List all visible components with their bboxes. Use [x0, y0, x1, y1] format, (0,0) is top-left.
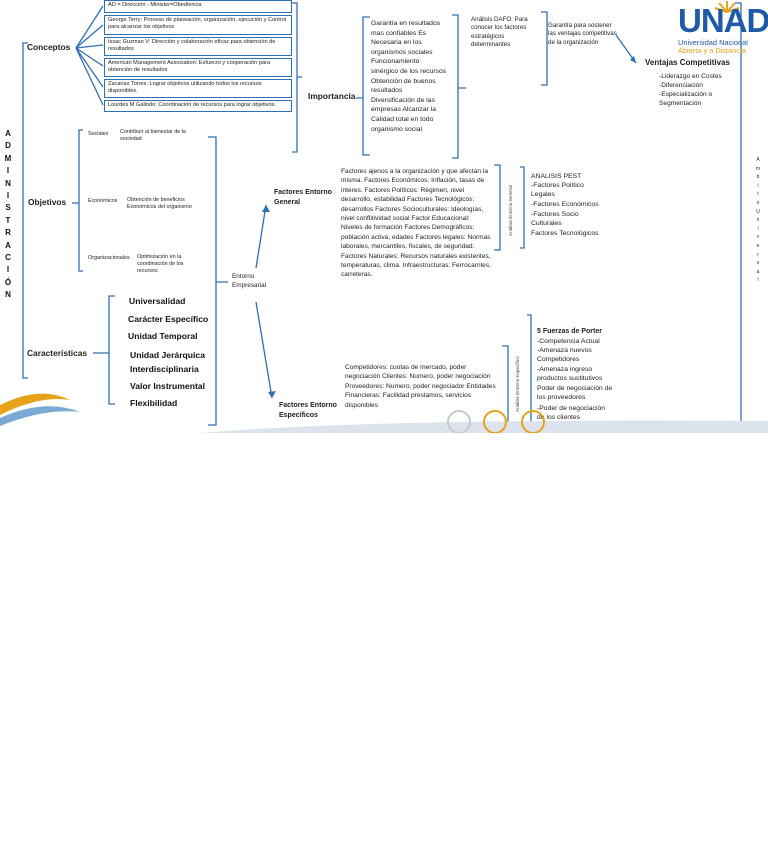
porter-title: 5 Fuerzas de Porter: [537, 328, 602, 335]
dafo-text: Análisis DAFO: Para conocer los factores…: [471, 16, 528, 49]
caracteristica-item: Valor Instrumental: [130, 381, 205, 391]
concept-box: Lourdes M Galindo: Coordinación de recur…: [104, 100, 292, 112]
porter-item: -Poder de negociación de los clientes: [537, 405, 606, 422]
porter-item: -Amenaza nuevos Competidores: [537, 347, 592, 364]
logo-sun-icon: [714, 1, 740, 13]
caracteristica-item: Unidad Jerárquica: [130, 350, 205, 360]
logo-line2: Abierta y a Distancia: [678, 46, 746, 55]
caracteristica-item: Flexibilidad: [130, 398, 178, 408]
entorno-general-label: Factores Entorno General: [274, 189, 332, 206]
importancia-label: Importancia: [308, 91, 356, 101]
entorno-especifico-text: Competidores: cuotas de mercado, poder n…: [345, 364, 496, 409]
logo-name: UNAD: [678, 2, 768, 39]
porter-item: -Amenaza ingreso productos sustitutivos: [537, 366, 603, 383]
objetivos-label: Objetivos: [28, 197, 67, 207]
conceptos-label: Conceptos: [27, 42, 71, 52]
objetivo-desc: Obtención de beneficios Económicos del o…: [127, 197, 192, 210]
porter-item: -Competencia Actual: [537, 338, 600, 345]
certification-icon: [521, 410, 545, 433]
pest-item: Factores Tecnológicos: [531, 230, 599, 237]
analisis-general-label: Análisis Entorno General: [508, 185, 513, 236]
porter-item: Poder de negociación de los proveedores: [537, 385, 613, 402]
concept-box: Issac Guzman V: Dirección y colaboración…: [104, 37, 292, 56]
ventajas-item: -Especialización o Segmentación: [659, 91, 713, 107]
objetivo-type: Sociales: [88, 131, 109, 137]
garantia-text: Garantía para sostener las ventajas comp…: [548, 22, 617, 46]
concept-box: AD = Dirección - Minister=Obediencia: [104, 0, 292, 13]
entorno-especifico-label: Factores Entorno Específicos: [279, 402, 337, 419]
caracteristica-item: Unidad Temporal: [128, 331, 198, 341]
ventajas-item: -Diferenciación: [659, 82, 703, 89]
entorno-general-text: Factores ajenos a la organización y que …: [341, 168, 491, 279]
caracteristica-item: Universalidad: [129, 296, 186, 306]
caracteristica-item: Interdisciplinaria: [130, 364, 199, 374]
logo-line1: Universidad Nacional: [678, 38, 748, 47]
importancia-text: Garantía en resultados mas confiables Es…: [371, 20, 447, 133]
ventajas-label: Ventajas Competitivas: [645, 58, 730, 67]
concept-box: American Management Association: Esfuerz…: [104, 58, 292, 77]
objetivo-desc: Contribuir al bienestar de la sociedad: [120, 129, 186, 142]
caracteristicas-label: Características: [27, 348, 88, 358]
seal-icon: [447, 410, 471, 433]
concept-box: Zacarias Torres: Lograr objetivos utiliz…: [104, 79, 292, 98]
objetivo-type: Organizacionales: [88, 255, 130, 261]
pest-title: ANALISIS PEST: [531, 173, 582, 180]
pest-item: -Factores Socio Culturales: [531, 211, 579, 228]
pest-item: -Factores Económicos: [531, 201, 599, 208]
caracteristica-item: Carácter Específico: [128, 314, 209, 324]
concept-box: George Terry: Proceso de planeación, org…: [104, 15, 292, 35]
analisis-especifico-label: Análisis Entorno Específico: [515, 356, 520, 412]
ventajas-item: -Liderazgo en Costes: [659, 73, 722, 80]
objetivo-desc: Optimización en la coordinación de los r…: [137, 254, 184, 274]
certification-icon: [483, 410, 507, 433]
entorno-empresarial-label: Entorno Empresarial: [232, 273, 267, 289]
pest-item: -Factores Político Legales: [531, 182, 584, 199]
objetivo-type: Económicos: [88, 198, 118, 204]
